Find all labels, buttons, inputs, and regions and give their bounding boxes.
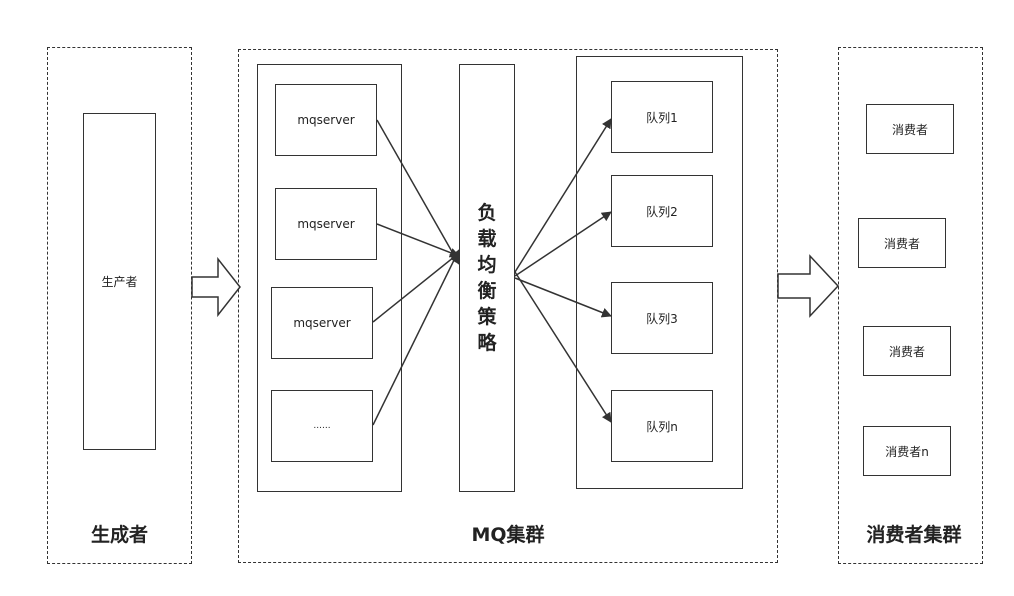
producer-group-title: 生成者 <box>90 524 148 546</box>
queue-label: 队列n <box>646 419 678 434</box>
queue-label: 队列3 <box>646 311 678 326</box>
mq-server-more: ...... <box>271 390 373 462</box>
consumer-label: 消费者 <box>891 122 928 137</box>
queue-n: 队列n <box>611 390 713 462</box>
consumer-label: 消费者 <box>883 236 920 251</box>
balancer-char: 负 <box>477 202 497 224</box>
consumer-1: 消费者 <box>866 104 954 154</box>
queue-2: 队列2 <box>611 175 713 247</box>
block-arrow-producer-to-mq <box>191 256 241 318</box>
block-arrow-mq-to-consumers <box>777 254 840 318</box>
queue-label: 队列1 <box>646 110 678 125</box>
mq-server-label: mqserver <box>297 217 355 231</box>
consumer-2: 消费者 <box>858 218 946 268</box>
mq-server-label: mqserver <box>293 316 351 330</box>
mq-server-2: mqserver <box>275 188 377 260</box>
queue-3: 队列3 <box>611 282 713 354</box>
consumer-label: 消费者 <box>888 344 925 359</box>
balancer-char: 衡 <box>477 280 497 302</box>
consumer-n: 消费者n <box>863 426 951 476</box>
producer-node: 生产者 <box>83 113 156 450</box>
queue-1: 队列1 <box>611 81 713 153</box>
balancer-char: 略 <box>477 332 497 354</box>
mq-cluster-title: MQ集群 <box>471 524 545 546</box>
balancer-char: 均 <box>477 254 497 276</box>
load-balancer: 负 载 均 衡 策 略 <box>459 64 515 492</box>
mq-server-label: mqserver <box>297 113 355 127</box>
producer-node-label: 生产者 <box>101 275 138 289</box>
consumer-3: 消费者 <box>863 326 951 376</box>
balancer-char: 载 <box>477 228 497 250</box>
consumer-label: 消费者n <box>885 444 929 459</box>
mq-server-3: mqserver <box>271 287 373 359</box>
mq-server-ellipsis: ...... <box>313 421 331 431</box>
mq-server-1: mqserver <box>275 84 377 156</box>
balancer-char: 策 <box>477 306 497 328</box>
queue-label: 队列2 <box>646 204 678 219</box>
consumer-group-title: 消费者集群 <box>866 524 962 546</box>
